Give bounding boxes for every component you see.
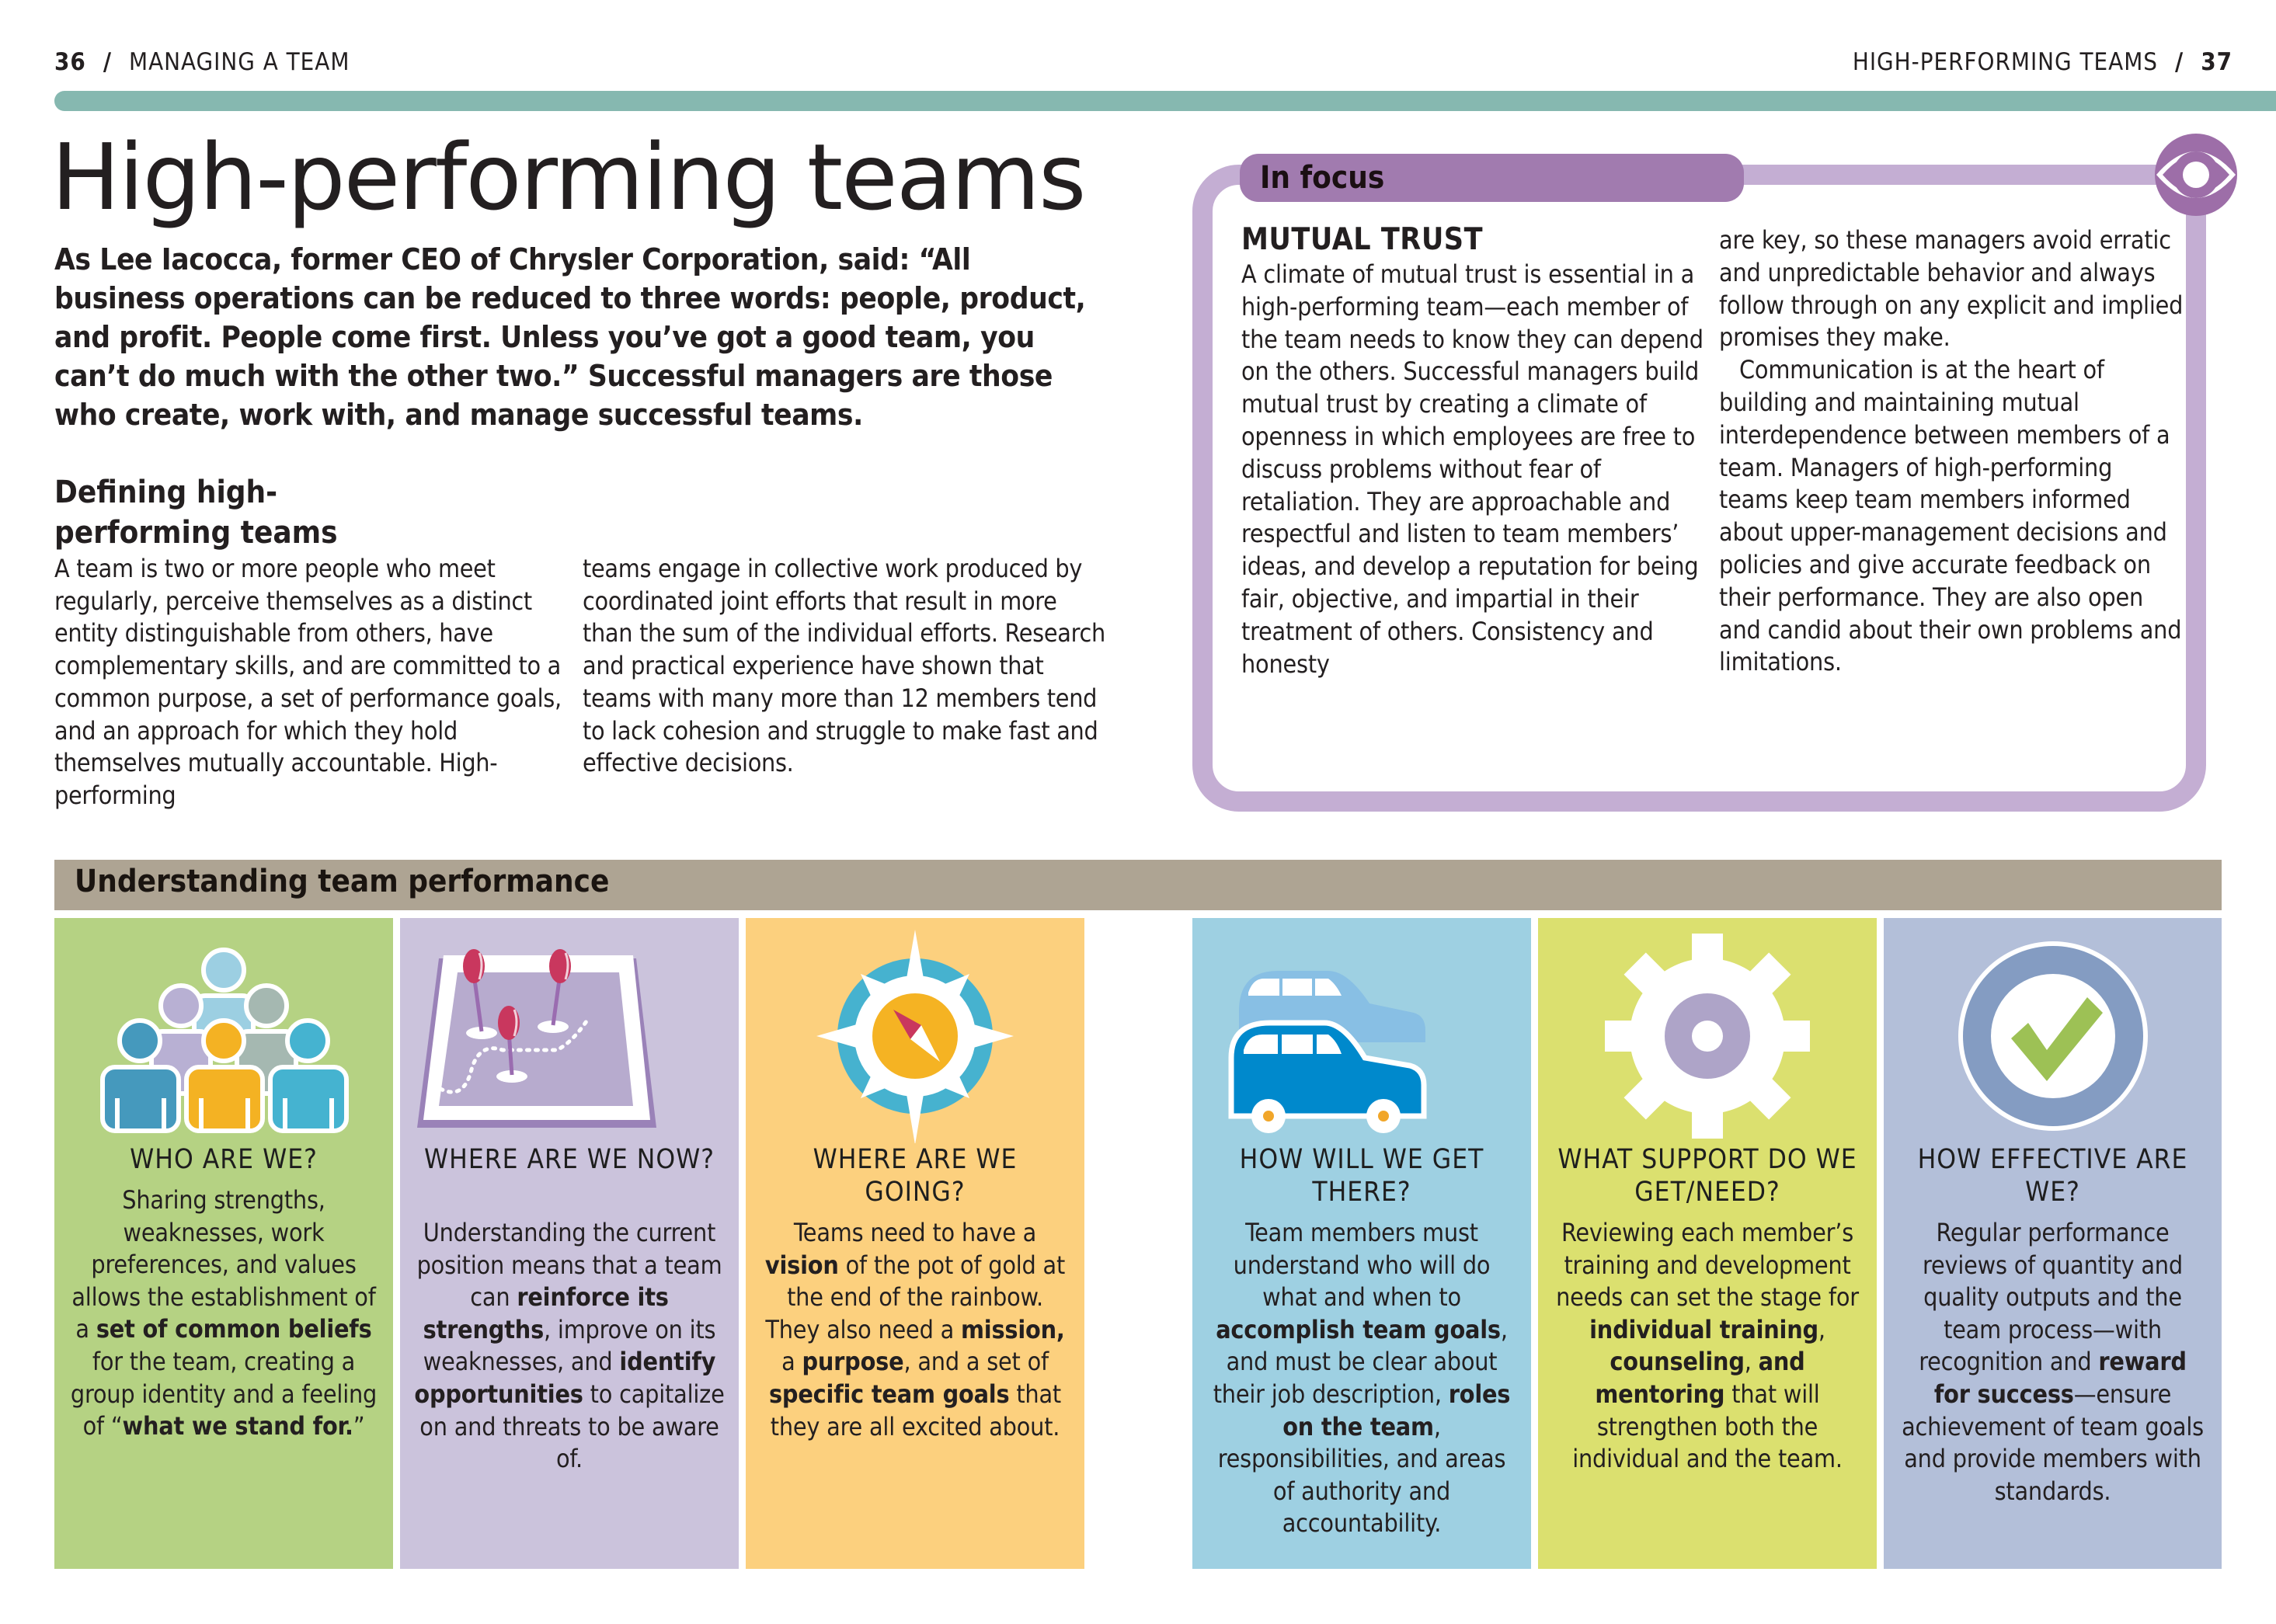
panel-how-effective: HOW EFFECTIVE ARE WE? Regular performanc… [1884,918,2222,1569]
body-text: , [1818,1314,1825,1344]
understanding-banner: Understanding team performance [54,860,2222,910]
body-text: , [1744,1347,1759,1377]
eye-icon [2155,134,2237,216]
body-text: Teams need to have a [793,1218,1037,1247]
body-text: Regular performance reviews of quantity … [1919,1218,2183,1377]
emphasis-text: roles on the team [1282,1379,1511,1441]
running-header-right: HIGH-PERFORMING TEAMS / 37 [1853,48,2232,76]
panel-where-are-we-going: WHERE ARE WE GOING? Teams need to have a… [746,918,1084,1569]
emphasis-text: and mentoring [1595,1347,1805,1409]
header-slash: / [2175,48,2184,76]
panel-body: Sharing strengths, weaknesses, work pref… [54,1184,393,1443]
in-focus-column-a: A climate of mutual trust is essential i… [1241,259,1704,679]
in-focus-label: In focus [1240,154,1744,202]
body-text: Sharing strengths, weaknesses, work pref… [71,1185,376,1344]
body-text: , improve on its weaknesses, and [423,1314,716,1377]
body-text: for the team, creating a group identity … [70,1346,378,1441]
section-title-right: HIGH-PERFORMING TEAMS [1852,48,2158,76]
team-people-icon [100,948,349,1133]
panel-body: Understanding the current position means… [400,1217,739,1476]
emphasis-text: mission, [960,1314,1065,1344]
body-text: to capitalize on and threats to be aware… [419,1379,725,1474]
emphasis-text: identify opportunities [414,1347,716,1409]
body-text: , and a set of [903,1347,1049,1377]
checkmark-badge-icon [1958,941,2148,1131]
body-text: , and must be clear about their job desc… [1213,1314,1508,1409]
panel-title: HOW EFFECTIVE ARE WE? [1917,1144,2188,1208]
panel-body: Regular performance reviews of quantity … [1884,1217,2222,1508]
body-text: Team members must understand who will do… [1233,1218,1491,1313]
section-heading-defining: Defining high-performing teams [54,475,338,551]
compass-icon [816,930,1014,1143]
intro-paragraph: As Lee Iacocca, former CEO of Chrysler C… [54,242,1086,433]
understanding-heading: Understanding team performance [75,864,610,899]
panel-title: WHERE ARE WE NOW? [424,1144,715,1175]
page-title: High-performing teams [51,123,1086,231]
header-rule [54,91,2276,111]
cars-icon [1228,971,1427,1133]
panel-how-will-we-get-there: HOW WILL WE GET THERE? Team members must… [1192,918,1531,1569]
in-focus-column-b: are key, so these managers avoid erratic… [1719,224,2185,679]
body-text: that will strengthen both the individual… [1572,1379,1843,1474]
panel-body: Teams need to have a vision of the pot o… [746,1217,1084,1443]
defining-column-b: teams engage in collective work produced… [583,554,1105,778]
in-focus-heading: MUTUAL TRUST [1241,222,1484,257]
body-text: ” [353,1411,365,1441]
body-text: a [781,1347,802,1377]
emphasis-text: specific team goals [768,1379,1010,1409]
emphasis-text: reinforce its strengths [423,1282,669,1344]
panel-body: Team members must understand who will do… [1192,1217,1531,1540]
body-text: Reviewing each member’s training and dev… [1556,1218,1859,1313]
page-number-left: 36 [54,48,86,76]
panel-what-support: WHAT SUPPORT DO WE GET/NEED? Reviewing e… [1538,918,1877,1569]
map-pins-icon [417,949,656,1128]
panel-who-are-we: WHO ARE WE? Sharing strengths, weaknesse… [54,918,393,1569]
running-header-left: 36 / MANAGING A TEAM [54,48,350,76]
panel-body: Reviewing each member’s training and dev… [1538,1217,1877,1476]
body-text: that they are all excited about. [770,1379,1061,1441]
in-focus-paragraph-2: Communication is at the heart of buildin… [1719,355,2182,677]
emphasis-text: individual training [1589,1314,1818,1344]
page-number-right: 37 [2201,48,2232,76]
panel-title: WHERE ARE WE GOING? [813,1144,1018,1208]
emphasis-text: purpose [802,1347,904,1377]
panel-title: HOW WILL WE GET THERE? [1239,1144,1484,1208]
emphasis-text: what we stand for. [122,1411,353,1441]
header-slash: / [103,48,112,76]
emphasis-text: reward for success [1933,1347,2187,1409]
section-title-left: MANAGING A TEAM [129,48,350,76]
in-focus-label-text: In focus [1260,160,1385,196]
panel-title: WHAT SUPPORT DO WE GET/NEED? [1557,1144,1857,1208]
defining-column-a: A team is two or more people who meet re… [54,554,562,810]
in-focus-paragraph-1: are key, so these managers avoid erratic… [1719,225,2184,353]
body-text: , responsibilities, and areas of authori… [1217,1411,1506,1539]
emphasis-text: set of common beliefs [96,1314,372,1344]
emphasis-text: accomplish team goals [1216,1314,1501,1344]
body-text: Understanding the current position means… [416,1218,722,1313]
emphasis-text: counseling [1610,1347,1745,1377]
panel-where-are-we-now: WHERE ARE WE NOW? Understanding the curr… [400,918,739,1569]
gear-icon [1605,934,1810,1139]
emphasis-text: vision [764,1250,839,1280]
body-text: —ensure achievement of team goals and pr… [1902,1379,2204,1506]
body-text: of the pot of gold at the end of the rai… [765,1250,1066,1344]
panel-title: WHO ARE WE? [130,1144,318,1175]
